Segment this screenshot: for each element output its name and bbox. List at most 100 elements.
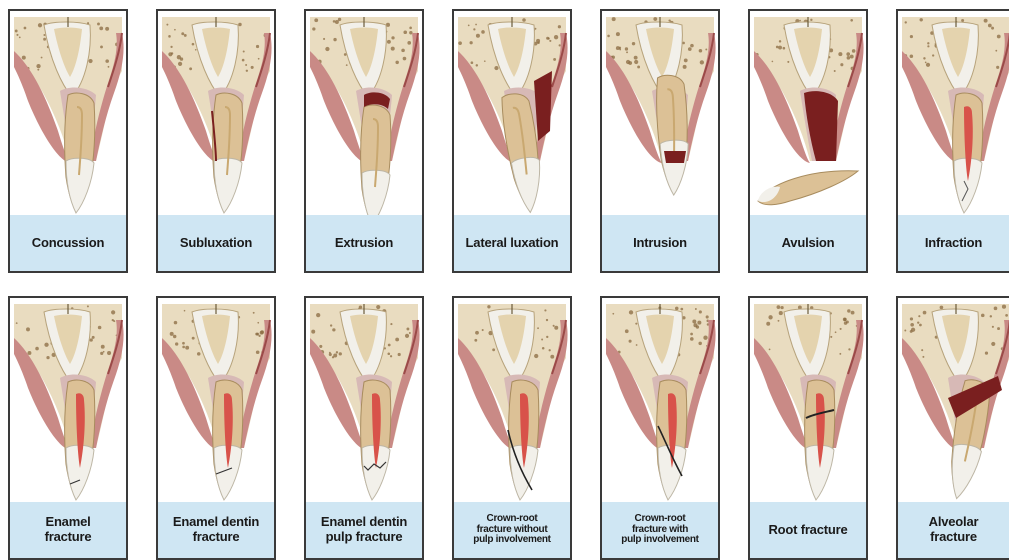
bone-trabecula — [698, 342, 701, 345]
panel-label: Enamel dentin pulp fracture — [306, 502, 422, 558]
bone-trabecula — [550, 355, 554, 359]
lower-tooth — [361, 105, 391, 217]
bone-trabecula — [919, 324, 922, 327]
bone-trabecula — [675, 307, 679, 311]
panel-label-text: Enamel dentin fracture — [173, 515, 259, 545]
panel-label-text: Avulsion — [782, 236, 835, 251]
bone-trabecula — [406, 328, 409, 331]
bone-trabecula — [174, 321, 178, 325]
bone-trabecula — [333, 20, 336, 23]
bone-trabecula — [26, 327, 30, 331]
bone-trabecula — [706, 315, 709, 318]
bone-trabecula — [988, 24, 992, 28]
bone-trabecula — [182, 346, 185, 349]
bone-trabecula — [920, 18, 923, 21]
bone-trabecula — [680, 308, 683, 311]
bone-trabecula — [607, 35, 610, 38]
bone-trabecula — [170, 46, 172, 48]
bone-trabecula — [699, 49, 703, 53]
bone-trabecula — [612, 17, 616, 21]
bone-trabecula — [699, 310, 702, 313]
bone-trabecula — [634, 60, 638, 64]
tooth-illustration — [158, 298, 274, 504]
bone-trabecula — [487, 305, 490, 308]
bone-trabecula — [492, 348, 495, 351]
bone-trabecula — [850, 55, 854, 59]
bone-trabecula — [36, 64, 40, 68]
bone-trabecula — [105, 59, 109, 63]
bone-trabecula — [333, 354, 337, 358]
bone-trabecula — [629, 340, 632, 343]
bone-trabecula — [242, 59, 245, 62]
panel-label: Enamel fracture — [10, 502, 126, 558]
bone-trabecula — [403, 30, 407, 34]
bone-trabecula — [405, 334, 409, 338]
bone-trabecula — [927, 42, 929, 44]
bone-trabecula — [925, 61, 927, 63]
bone-trabecula — [840, 328, 842, 330]
bone-trabecula — [185, 346, 189, 350]
bone-trabecula — [779, 311, 783, 315]
bone-trabecula — [961, 19, 964, 22]
bone-trabecula — [256, 350, 260, 354]
bone-trabecula — [494, 66, 498, 70]
bone-trabecula — [534, 354, 538, 358]
panel-label-text: Root fracture — [768, 523, 847, 538]
bone-trabecula — [848, 348, 850, 350]
bone-trabecula — [16, 322, 18, 324]
panel-label-text: Extrusion — [335, 236, 393, 251]
lower-tooth — [213, 93, 243, 213]
bone-trabecula — [329, 352, 331, 354]
bone-trabecula — [168, 35, 171, 38]
bone-trabecula — [35, 347, 39, 351]
bone-trabecula — [484, 60, 486, 62]
bone-trabecula — [705, 49, 707, 51]
tooth-illustration — [454, 11, 570, 217]
bone-trabecula — [835, 331, 837, 333]
bone-trabecula — [554, 35, 558, 39]
bone-trabecula — [695, 308, 697, 310]
bone-trabecula — [910, 317, 913, 320]
bone-trabecula — [113, 320, 115, 322]
bone-trabecula — [335, 20, 339, 24]
bone-trabecula — [166, 24, 168, 26]
lower-tooth — [213, 380, 243, 500]
bone-trabecula — [768, 315, 772, 319]
bone-trabecula — [246, 70, 248, 72]
bone-trabecula — [926, 63, 930, 67]
tooth-illustration — [602, 298, 718, 504]
bone-trabecula — [97, 23, 100, 26]
bone-trabecula — [170, 332, 174, 336]
bone-trabecula — [635, 323, 637, 325]
bone-trabecula — [995, 50, 997, 52]
lower-tooth — [65, 380, 95, 500]
bone-trabecula — [1002, 305, 1006, 309]
bone-trabecula — [481, 30, 485, 34]
bone-trabecula — [541, 339, 543, 341]
bone-trabecula — [1005, 314, 1008, 317]
panel-infraction: Infraction — [896, 9, 1009, 273]
bone-trabecula — [542, 347, 545, 350]
bone-trabecula — [994, 307, 998, 311]
bone-trabecula — [546, 37, 549, 40]
bone-trabecula — [637, 66, 640, 69]
bone-trabecula — [683, 65, 687, 69]
bone-trabecula — [174, 29, 176, 31]
panel-label-text: Concussion — [32, 236, 104, 251]
tooth-illustration — [158, 11, 274, 217]
bone-trabecula — [189, 67, 192, 70]
bone-trabecula — [409, 332, 411, 334]
bone-trabecula — [910, 54, 914, 58]
bone-trabecula — [810, 19, 812, 21]
bone-trabecula — [990, 315, 992, 317]
bone-trabecula — [192, 43, 195, 46]
panel-enamel-fracture: Enamel fracture — [8, 296, 128, 560]
panel-label-text: Enamel fracture — [45, 515, 92, 545]
bone-trabecula — [910, 35, 913, 38]
bone-trabecula — [843, 318, 846, 321]
bone-trabecula — [238, 23, 241, 26]
bone-trabecula — [471, 61, 474, 64]
bone-trabecula — [177, 55, 181, 59]
bone-trabecula — [475, 331, 479, 335]
bone-trabecula — [37, 69, 39, 71]
